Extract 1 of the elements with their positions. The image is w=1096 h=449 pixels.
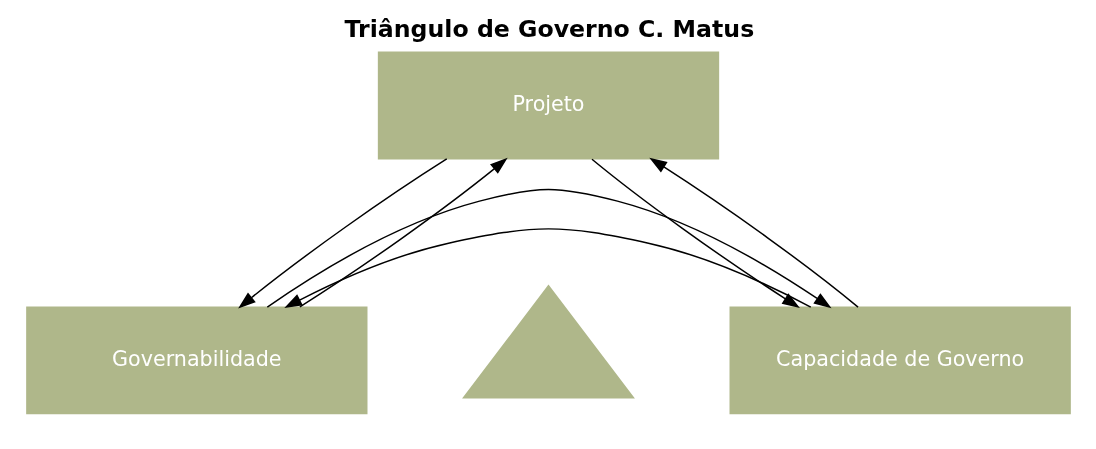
diagram-title: Triângulo de Governo C. Matus (344, 15, 754, 44)
